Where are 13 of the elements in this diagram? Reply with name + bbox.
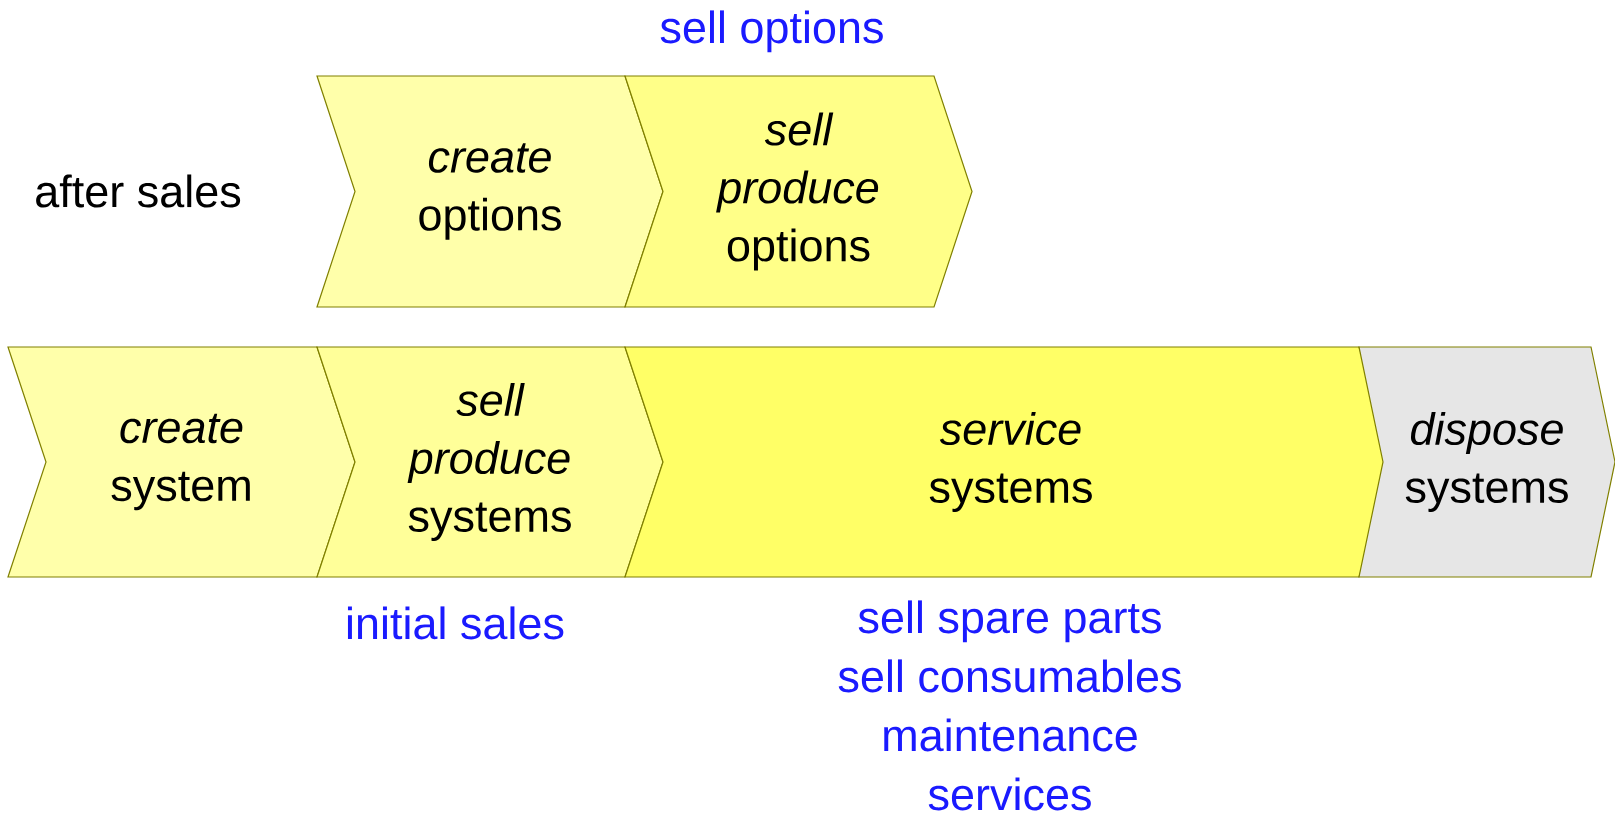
chevron-box: sell produce systems	[316, 346, 664, 578]
phase-note: services	[928, 777, 1091, 811]
chevron-box: create system	[7, 346, 356, 578]
row-label: after sales	[36, 174, 241, 208]
phase-note: sell consumables	[838, 659, 1181, 693]
phase-note: maintenance	[884, 718, 1137, 752]
chevron-box: service systems	[624, 346, 1398, 578]
phase-note: sell options	[660, 10, 883, 53]
chevron-box: sell produce options	[624, 75, 973, 308]
phase-note: initial sales	[347, 606, 564, 640]
chevron-box: create options	[316, 75, 664, 308]
chevron-box: dispose systems	[1358, 346, 1615, 578]
phase-note: sell spare parts	[858, 600, 1161, 643]
